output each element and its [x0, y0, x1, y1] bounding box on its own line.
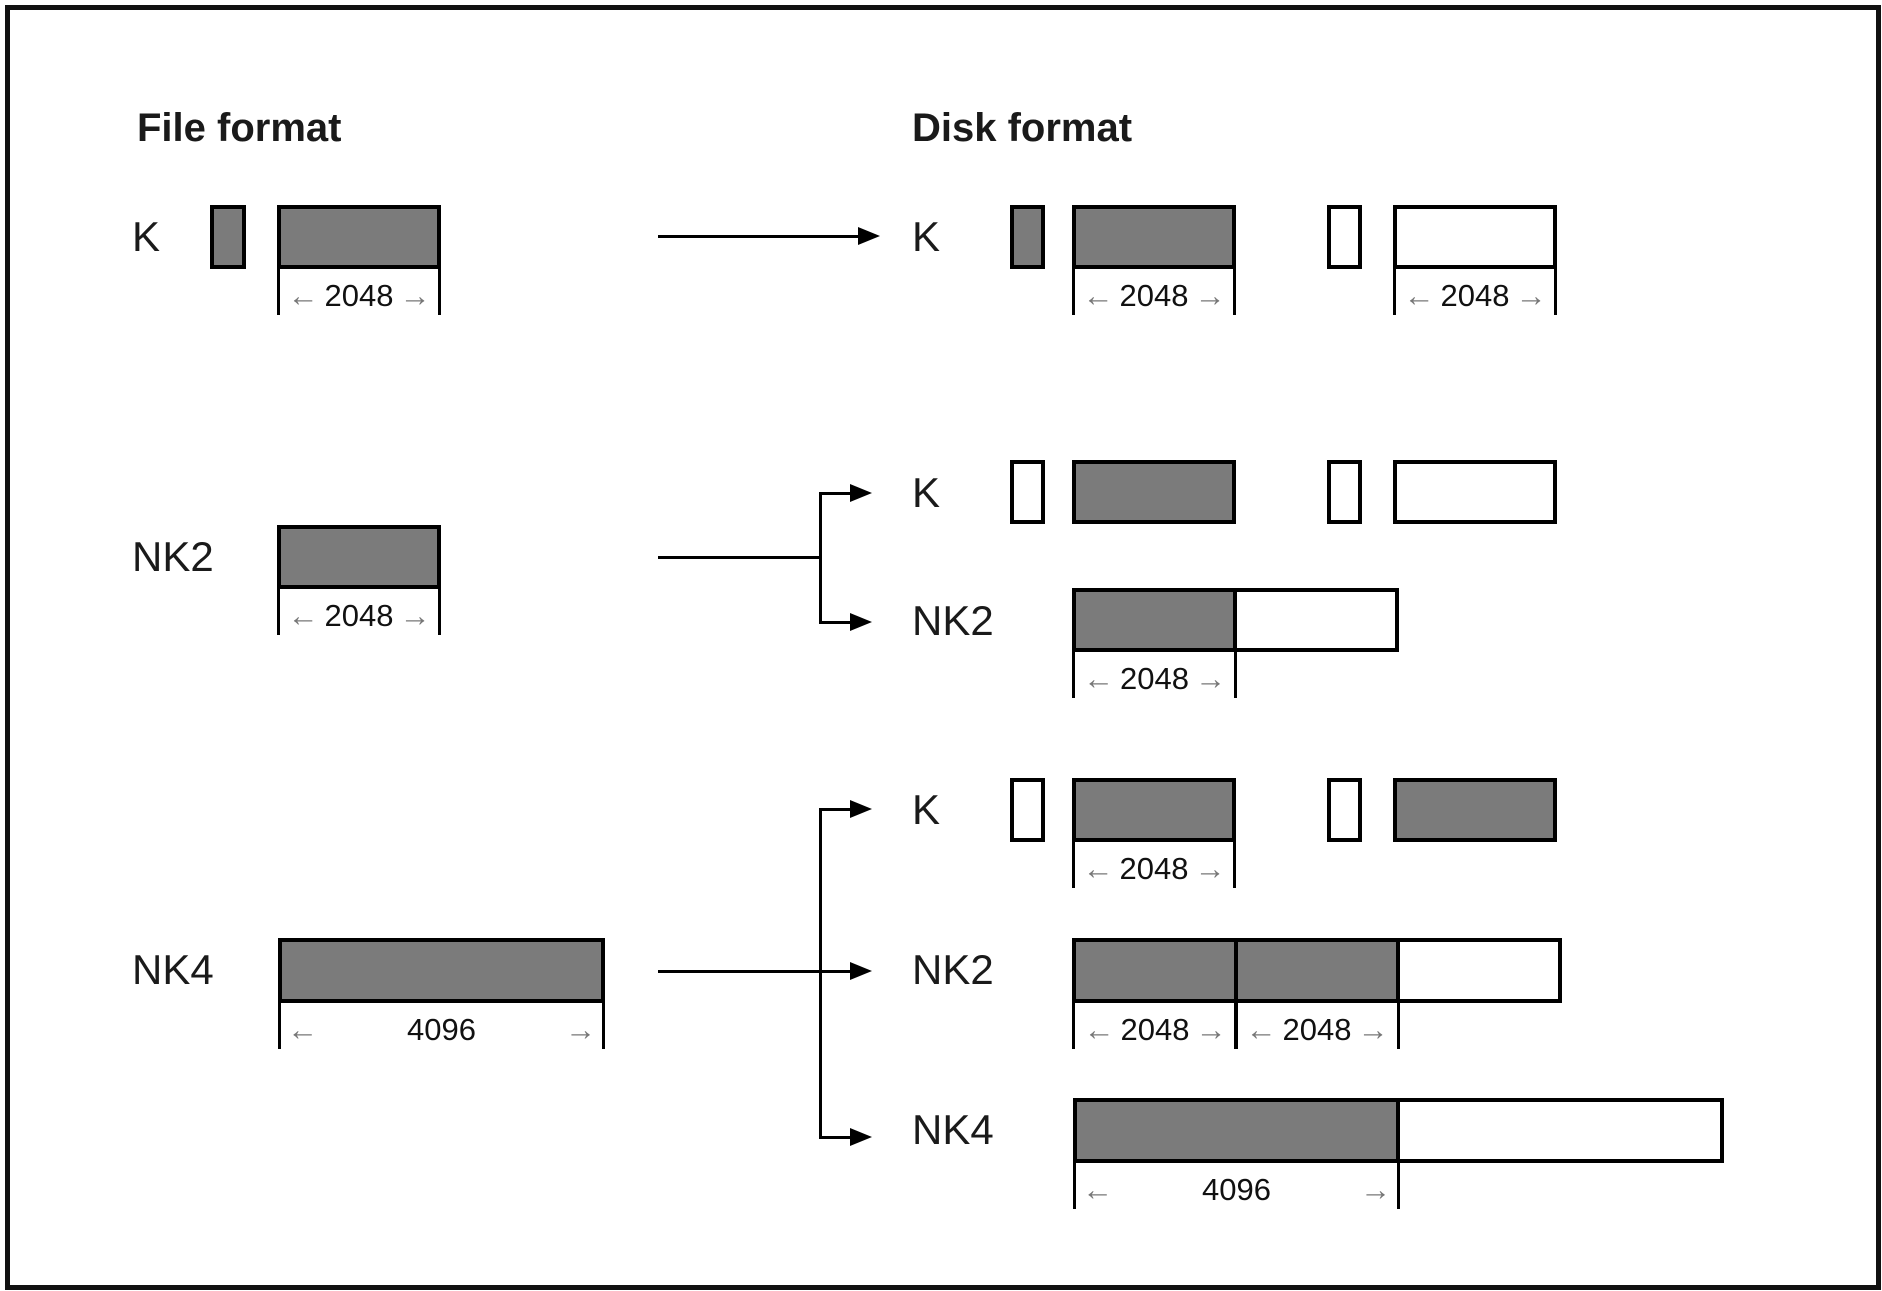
- file-nk2-label: NK2: [132, 533, 214, 580]
- file-nk4-label: NK4: [132, 946, 214, 993]
- disk-row2-k-label: K: [912, 469, 941, 516]
- dim-arrow-right-icon: →: [1194, 661, 1226, 696]
- dimension-value: 2048: [1282, 1012, 1352, 1047]
- dim-arrow-left-icon: ←: [287, 598, 319, 633]
- disk-row3-nk2-dimension2: ← 2048 →: [1234, 1001, 1400, 1049]
- disk-row2-data-block: [1072, 460, 1236, 524]
- dim-arrow-right-icon: →: [1515, 278, 1547, 313]
- dim-arrow-right-icon: →: [1194, 851, 1226, 886]
- branch-top-line-s3: [819, 808, 852, 811]
- dimension-value: 2048: [1119, 278, 1189, 313]
- dim-arrow-right-icon: →: [565, 1012, 596, 1047]
- disk-row1-white-dimension: ← 2048 →: [1393, 267, 1557, 315]
- dimension-value: 2048: [1119, 851, 1189, 886]
- file-k-label: K: [132, 213, 161, 260]
- dimension-value: 2048: [324, 598, 394, 633]
- file-k-key-block: [210, 205, 246, 269]
- flow-line-s3: [658, 970, 822, 973]
- disk-row2-empty-key-block2: [1327, 460, 1362, 524]
- disk-row2-empty-data-block: [1393, 460, 1557, 524]
- dim-arrow-left-icon: ←: [1082, 1172, 1113, 1207]
- flow-arrowhead-icon: [858, 227, 880, 245]
- disk-row3-nk2-label: NK2: [912, 946, 994, 993]
- file-k-data-block: [277, 205, 441, 269]
- disk-row3-nk2-used-block2: [1234, 938, 1400, 1003]
- branch-top-line-s2: [819, 492, 852, 495]
- dimension-value: 2048: [1120, 1012, 1190, 1047]
- disk-row1-empty-data-block: [1393, 205, 1557, 269]
- disk-row3-k-dimension: ← 2048 →: [1072, 840, 1236, 888]
- dim-arrow-right-icon: →: [1195, 1012, 1227, 1047]
- dim-arrow-left-icon: ←: [287, 278, 319, 313]
- disk-row3-nk2-used-block1: [1072, 938, 1238, 1003]
- flow-arrowhead-icon: [850, 800, 872, 818]
- dim-arrow-left-icon: ←: [1082, 278, 1114, 313]
- dim-arrow-left-icon: ←: [1082, 851, 1114, 886]
- flow-arrowhead-icon: [850, 1128, 872, 1146]
- disk-nk2-used-block: [1072, 588, 1237, 652]
- disk-nk2-free-block: [1233, 588, 1399, 652]
- flow-arrowhead-icon: [850, 962, 872, 980]
- disk-row3-empty-key-block2: [1327, 778, 1362, 842]
- disk-row1-data-block: [1072, 205, 1236, 269]
- disk-row3-nk2-dimension1: ← 2048 →: [1072, 1001, 1238, 1049]
- dim-arrow-left-icon: ←: [1403, 278, 1435, 313]
- disk-row2-nk2-label: NK2: [912, 597, 994, 644]
- dim-arrow-right-icon: →: [1194, 278, 1226, 313]
- disk-row3-nk4-label: NK4: [912, 1106, 994, 1153]
- disk-row1-empty-key-block: [1327, 205, 1362, 269]
- branch-bottom-line-s2: [819, 621, 852, 624]
- dim-arrow-right-icon: →: [399, 598, 431, 633]
- dim-arrow-left-icon: ←: [1083, 661, 1115, 696]
- file-format-heading: File format: [137, 106, 342, 150]
- branch-line-s3: [819, 808, 822, 1139]
- outer-frame: [5, 5, 1881, 1290]
- flow-arrowhead-icon: [850, 613, 872, 631]
- branch-line-s2: [819, 492, 822, 624]
- flow-arrowhead-icon: [850, 484, 872, 502]
- dim-arrow-right-icon: →: [1357, 1012, 1389, 1047]
- disk-row3-empty-key-block: [1010, 778, 1045, 842]
- disk-format-heading: Disk format: [912, 106, 1133, 150]
- file-nk4-dimension: ← 4096 →: [278, 1001, 605, 1049]
- disk-nk4-used-block: [1073, 1098, 1400, 1163]
- dimension-value: 4096: [407, 1012, 476, 1047]
- file-nk2-dimension: ← 2048 →: [277, 587, 441, 635]
- disk-row3-nk2-free-block: [1396, 938, 1562, 1003]
- disk-row1-gray-dimension: ← 2048 →: [1072, 267, 1236, 315]
- disk-row1-key-block: [1010, 205, 1045, 269]
- dimension-value: 2048: [1440, 278, 1510, 313]
- branch-mid-line-s3: [819, 970, 852, 973]
- dim-arrow-right-icon: →: [399, 278, 431, 313]
- dim-arrow-left-icon: ←: [287, 1012, 318, 1047]
- disk-row3-k-label: K: [912, 786, 941, 833]
- disk-row3-data-block2: [1393, 778, 1557, 842]
- file-nk2-data-block: [277, 525, 441, 589]
- disk-row1-k-label: K: [912, 213, 941, 260]
- flow-line-s2: [658, 556, 822, 559]
- dimension-value: 4096: [1202, 1172, 1271, 1207]
- disk-nk2-dimension: ← 2048 →: [1072, 650, 1237, 698]
- flow-arrow-line-s1: [658, 235, 860, 238]
- branch-bottom-line-s3: [819, 1136, 852, 1139]
- dim-arrow-right-icon: →: [1360, 1172, 1391, 1207]
- disk-row3-data-block: [1072, 778, 1236, 842]
- file-k-dimension: ← 2048 →: [277, 267, 441, 315]
- dim-arrow-left-icon: ←: [1245, 1012, 1277, 1047]
- dim-arrow-left-icon: ←: [1083, 1012, 1115, 1047]
- dimension-value: 2048: [324, 278, 394, 313]
- disk-nk4-free-block: [1396, 1098, 1724, 1163]
- disk-nk4-dimension: ← 4096 →: [1073, 1161, 1400, 1209]
- disk-row2-empty-key-block: [1010, 460, 1045, 524]
- dimension-value: 2048: [1120, 661, 1189, 696]
- file-nk4-data-block: [278, 938, 605, 1003]
